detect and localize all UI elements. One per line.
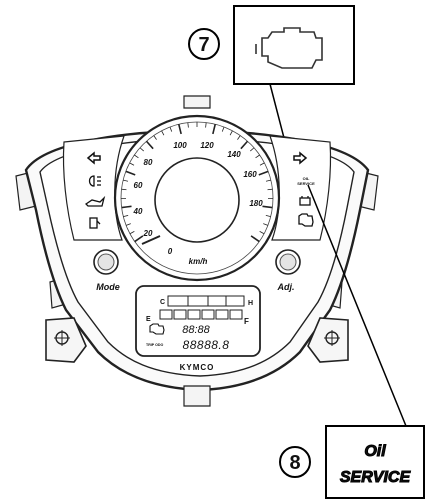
- speedo-tick: [250, 235, 260, 243]
- callout-8-text-line1: Oil: [364, 443, 386, 460]
- speedo-label-20: 20: [143, 229, 153, 238]
- mode-button-label: Mode: [96, 282, 120, 292]
- lcd-clock: 88:88: [182, 324, 210, 336]
- speedo-tick: [177, 124, 182, 135]
- speedometer-needle: [141, 235, 161, 245]
- speedo-tick: [221, 126, 225, 132]
- speedo-tick: [134, 235, 144, 243]
- speedo-tick: [129, 162, 135, 166]
- speedo-tick: [262, 205, 273, 209]
- adj-button: Adj.: [275, 249, 301, 292]
- speedo-label-180: 180: [249, 199, 263, 208]
- lcd-engine-icon: [149, 323, 165, 335]
- check-engine-icon: [255, 27, 323, 69]
- speedo-label-0: 0: [168, 247, 173, 256]
- speedo-tick: [259, 162, 265, 166]
- mount-hole-right: [324, 330, 340, 346]
- speedo-tick: [263, 223, 269, 226]
- speedo-tick: [153, 135, 157, 140]
- speedo-tick: [265, 214, 271, 217]
- fuel-full-label: F: [244, 317, 249, 326]
- lcd-odo-labels: TRIP ODO: [146, 343, 164, 347]
- speedo-tick: [121, 188, 127, 191]
- speedometer: 20 40 60 80 100 120 140 160 180 0 km/h: [113, 114, 281, 282]
- mount-hole-left: [54, 330, 70, 346]
- speedo-tick: [187, 122, 189, 128]
- speedo-tick: [145, 140, 154, 150]
- adj-button-label: Adj.: [277, 282, 295, 292]
- temp-cold-label: C: [160, 299, 165, 306]
- brand-logo: KYMCO: [180, 363, 215, 372]
- callout-7-box: [233, 5, 355, 85]
- temp-gauge-bar: [167, 295, 245, 307]
- fuel-gauge-segments: [159, 309, 243, 320]
- speedo-tick: [123, 214, 129, 217]
- check-engine-small-icon: [298, 213, 314, 227]
- speedo-tick: [139, 147, 144, 152]
- speedo-label-60: 60: [134, 181, 143, 190]
- speedo-tick: [240, 140, 249, 150]
- lcd-display: C H E F 88:88 TRIP ODO 88888.8: [135, 285, 261, 357]
- callout-8: Oil SERVICE 8: [279, 425, 425, 499]
- turn-right-icon: [293, 151, 308, 165]
- speedo-tick: [205, 122, 207, 128]
- oil-service-small-line2: SERVICE: [297, 181, 315, 186]
- speedo-label-100: 100: [173, 141, 187, 150]
- temp-hot-label: H: [248, 300, 253, 307]
- speedo-label-40: 40: [133, 207, 143, 216]
- fuel-empty-label: E: [146, 316, 151, 323]
- speedo-tick: [161, 130, 165, 136]
- speedo-label-160: 160: [243, 170, 257, 179]
- battery-icon: [299, 196, 311, 206]
- speedo-unit: km/h: [189, 257, 208, 266]
- fuel-pump-icon: [89, 217, 101, 229]
- oil-can-icon: [84, 195, 106, 207]
- oil-service-icon: OIL SERVICE: [297, 176, 315, 186]
- speedo-tick: [121, 205, 132, 209]
- lcd-odometer: 88888.8: [183, 338, 230, 352]
- callout-8-number: 8: [289, 452, 300, 474]
- speedo-tick: [229, 130, 233, 136]
- speedo-tick: [237, 135, 241, 140]
- leader-line-8: [307, 184, 407, 427]
- speedo-label-80: 80: [144, 158, 153, 167]
- speedo-tick: [258, 170, 269, 176]
- callout-8-circle: [279, 446, 311, 478]
- headlight-icon: [88, 175, 101, 187]
- speedo-tick: [255, 154, 260, 159]
- speedo-label-140: 140: [227, 150, 241, 159]
- speedo-tick: [125, 223, 131, 226]
- oil-service-small-line1: OIL: [303, 176, 310, 181]
- speedo-label-120: 120: [200, 141, 214, 150]
- speedometer-tick-marks: [120, 122, 274, 243]
- speedo-tick: [134, 154, 139, 159]
- speedo-tick: [212, 124, 217, 135]
- speedo-tick: [169, 126, 173, 132]
- mode-button: Mode: [93, 249, 120, 292]
- speedo-tick: [265, 179, 271, 182]
- speedo-tick: [125, 170, 136, 176]
- callout-7-circle: [188, 28, 220, 60]
- speedo-tick: [123, 179, 129, 182]
- turn-left-icon: [86, 151, 101, 165]
- speedometer-center-cap: [154, 157, 240, 243]
- speedo-tick: [129, 231, 135, 235]
- speedo-tick: [259, 231, 265, 235]
- callout-7: 7: [188, 5, 355, 85]
- callout-8-box: [325, 425, 425, 499]
- callout-8-text-line2: SERVICE: [340, 469, 412, 486]
- callout-7-number: 7: [198, 34, 209, 56]
- speedo-tick: [267, 188, 273, 191]
- speedo-tick: [250, 147, 255, 152]
